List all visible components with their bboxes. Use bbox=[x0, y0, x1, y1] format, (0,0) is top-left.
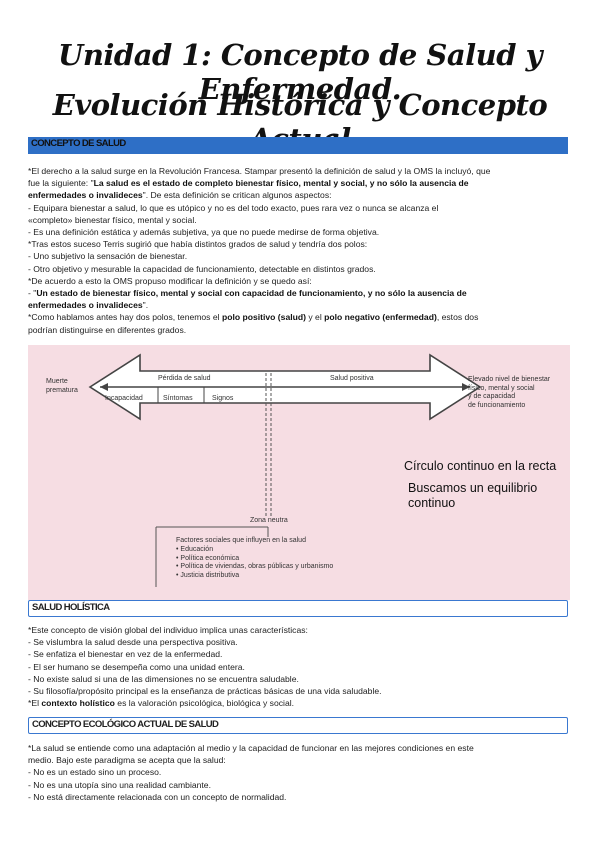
list-item: - No está directamente relacionada con u… bbox=[28, 791, 287, 802]
label-zona-neutra: Zona neutra bbox=[250, 517, 288, 524]
note-equilibrio: Buscamos un equilibrio bbox=[408, 481, 538, 495]
list-item: - "Un estado de bienestar físico, mental… bbox=[28, 288, 467, 299]
list-item: - El ser humano se desempeña como una un… bbox=[28, 661, 245, 672]
paragraph: podrían distinguirse en diferentes grado… bbox=[28, 324, 187, 335]
paragraph: *La salud se entiende como una adaptació… bbox=[28, 743, 474, 753]
factor-item: • Política económica bbox=[176, 554, 240, 562]
list-item: - Se vislumbra la salud desde una perspe… bbox=[28, 637, 238, 648]
list-item: - Uno subjetivo la sensación de bienesta… bbox=[28, 251, 188, 262]
holistica-text-block: *Este concepto de visión global del indi… bbox=[28, 624, 573, 709]
paragraph: *El derecho a la salud surge en la Revol… bbox=[28, 166, 491, 176]
paragraph: medio. Bajo este paradigma se acepta que… bbox=[28, 755, 226, 766]
salud-continuum-diagram: Muerte prematura Pérdida de salud Incapa… bbox=[28, 345, 570, 600]
label-signos: Signos bbox=[212, 395, 234, 402]
list-item: - Es una definición estática y además su… bbox=[28, 227, 380, 238]
paragraph: *El contexto holístico es la valoración … bbox=[28, 698, 295, 709]
section-label: SALUD HOLÍSTICA bbox=[32, 602, 110, 613]
list-item: - No es una utopía sino una realidad cam… bbox=[28, 779, 211, 790]
list-item: - Otro objetivo y mesurable la capacidad… bbox=[28, 263, 376, 274]
label-sintomas: Síntomas bbox=[163, 395, 193, 402]
section-header-concepto-ecologico: CONCEPTO ECOLÓGICO ACTUAL DE SALUD bbox=[28, 717, 568, 734]
label-incapacidad: Incapacidad bbox=[105, 395, 143, 402]
list-item: - Equipara bienestar a salud, lo que es … bbox=[28, 202, 439, 213]
list-item: «completo» bienestar físico, mental y so… bbox=[28, 214, 197, 225]
factor-item: • Justicia distributiva bbox=[176, 571, 240, 579]
factores-list: • Educación • Política económica • Polít… bbox=[176, 546, 333, 580]
list-item: - Se enfatiza el bienestar en vez de la … bbox=[28, 649, 223, 660]
continuum-arrow-graphic bbox=[88, 353, 482, 587]
paragraph: *Tras estos suceso Terris sugirió que ha… bbox=[28, 239, 368, 250]
right-inner-arrowhead bbox=[462, 383, 470, 391]
paragraph: *De acuerdo a esto la OMS propuso modifi… bbox=[28, 275, 312, 286]
label-muerte-prematura: Muerte prematura bbox=[46, 378, 78, 394]
list-item: - No es un estado sino un proceso. bbox=[28, 767, 162, 778]
note-continuo: continuo bbox=[408, 496, 456, 510]
factor-item: • Política de viviendas, obras públicas … bbox=[176, 563, 334, 570]
page-title: Unidad 1: Concepto de Salud y Enfermedad… bbox=[58, 38, 542, 106]
list-item: - No existe salud si una de las dimensio… bbox=[28, 673, 299, 684]
section-label: CONCEPTO ECOLÓGICO ACTUAL DE SALUD bbox=[32, 719, 219, 730]
label-factores-title: Factores sociales que influyen en la sal… bbox=[176, 537, 306, 544]
label-elevado-nivel: Elevado nivel de bienestar físico, menta… bbox=[468, 376, 551, 409]
ecologico-text-block: *La salud se entiende como una adaptació… bbox=[28, 742, 573, 803]
label-perdida-salud: Pérdida de salud bbox=[158, 375, 211, 382]
paragraph: *Como hablamos antes hay dos polos, tene… bbox=[28, 312, 479, 323]
section-header-salud-holistica: SALUD HOLÍSTICA bbox=[28, 600, 568, 617]
concepto-text-block: *El derecho a la salud surge en la Revol… bbox=[28, 165, 573, 336]
paragraph: fue la siguiente: "La salud es el estado… bbox=[28, 178, 469, 189]
list-item: enfermedades o invalideces". bbox=[28, 300, 149, 311]
paragraph: enfermedades o invalideces". De esta def… bbox=[28, 190, 332, 201]
factor-item: • Educación bbox=[176, 546, 214, 553]
left-inner-arrowhead bbox=[100, 383, 108, 391]
paragraph: *Este concepto de visión global del indi… bbox=[28, 625, 308, 635]
list-item: - Su filosofía/propósito principal es la… bbox=[28, 686, 382, 697]
section-label: CONCEPTO DE SALUD bbox=[31, 138, 126, 149]
section-header-concepto-salud: CONCEPTO DE SALUD bbox=[28, 137, 568, 154]
note-circulo-continuo: Círculo continuo en la recta bbox=[404, 459, 557, 473]
label-salud-positiva: Salud positiva bbox=[330, 375, 374, 382]
